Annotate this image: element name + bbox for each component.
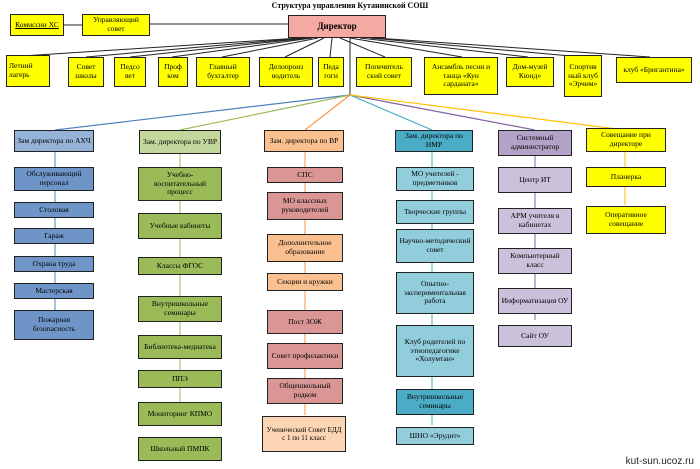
second-row-box: Летний лагерь (6, 55, 50, 87)
column-head-nmr: Зам. директора по НМР (395, 130, 473, 152)
column-item: Внутришкольные семинары (396, 389, 474, 415)
column-head-uvr: Зам. директора по УВР (139, 130, 221, 154)
diagram-title: Структура управления Кутанинской СОШ (271, 1, 429, 10)
column-item: Оперативное совещание (586, 206, 666, 234)
column-item: Библиотека-медиатека (138, 335, 222, 359)
top-box-governing-council: Управляющий совет (82, 14, 150, 36)
column-item: Сайт ОУ (498, 325, 572, 347)
column-item: Внутришкольные семинары (138, 296, 222, 322)
column-item: Школьный ПМПК (138, 437, 222, 461)
column-head-ahch: Зам директора по АХЧ (14, 130, 94, 152)
column-item: Гараж (14, 228, 94, 244)
top-box-commission: Комиссии ХС (10, 14, 64, 36)
column-item: Научно-методический совет (396, 229, 474, 263)
column-item: Информатизация ОУ (498, 288, 572, 314)
second-row-box: Делопроиз водитель (259, 57, 313, 87)
second-row-box: Попечитель ский совет (356, 57, 412, 87)
column-item: Пожарная безопасность (14, 310, 94, 340)
column-item: АРМ учителя в кабинетах (498, 208, 572, 234)
site-watermark: kut-sun.ucoz.ru (625, 456, 694, 467)
column-item: Столовая (14, 202, 94, 218)
second-row-box: Главный бухгалтер (196, 57, 250, 87)
column-head-sysadmin: Системный администратор (498, 130, 572, 156)
second-row-box: Совет школы (68, 57, 104, 87)
column-item: Пост ЗОЖ (267, 310, 343, 334)
column-item: МО классных руководителей (267, 192, 343, 220)
column-item: Учебные кабинеты (138, 213, 222, 239)
column-item: Общешкольный родком (267, 378, 343, 404)
column-item: Охрана труда (14, 256, 94, 272)
second-row-box: Спортив ный клуб «Эрчим» (564, 55, 602, 97)
column-item: ШНО «Эрудит» (396, 427, 474, 445)
column-item: Планерка (586, 167, 666, 187)
column-item: Учебно-воспитательный процесс (138, 167, 222, 201)
column-item: Компьютерный класс (498, 248, 572, 274)
column-item: СПС (267, 167, 343, 183)
column-item: Совет профилактики (267, 343, 343, 369)
director-box: Директор (288, 15, 386, 38)
column-item: Классы ФГОС (138, 257, 222, 275)
column-item: Творческие группы (396, 200, 474, 224)
column-item: Клуб родителей по этнопедагогике «Холумт… (396, 325, 474, 377)
column-item: Мастерская (14, 283, 94, 299)
column-head-vr: Зам. директора по ВР (264, 130, 344, 152)
column-item: Секции и кружки (267, 273, 343, 291)
column-item: ППЭ (138, 370, 222, 388)
column-item: МО учителей - предметников (396, 167, 474, 191)
second-row-box: Педа гоги (318, 57, 344, 87)
column-item: Опытно-экспериментальная работа (396, 272, 474, 314)
second-row-box: Дом-музей Кюнд» (506, 57, 554, 87)
column-item: Дополнительное образование (267, 234, 343, 262)
second-row-box: Педсо вет (114, 57, 146, 87)
column-item: Мониторинг КПМО (138, 402, 222, 426)
column-item: Обслуживающий персонал (14, 167, 94, 191)
column-item: Ученический Совет ЕДД с 1 по 11 класс (262, 416, 346, 452)
second-row-box: Проф ком (158, 57, 188, 87)
second-row-box: Ансамбль песни и танца «Кун сарданата» (424, 57, 498, 95)
column-head-meeting: Совещание при директоре (586, 128, 666, 152)
second-row-box: клуб «Бригантина» (616, 57, 692, 83)
column-item: Центр ИТ (498, 167, 572, 193)
